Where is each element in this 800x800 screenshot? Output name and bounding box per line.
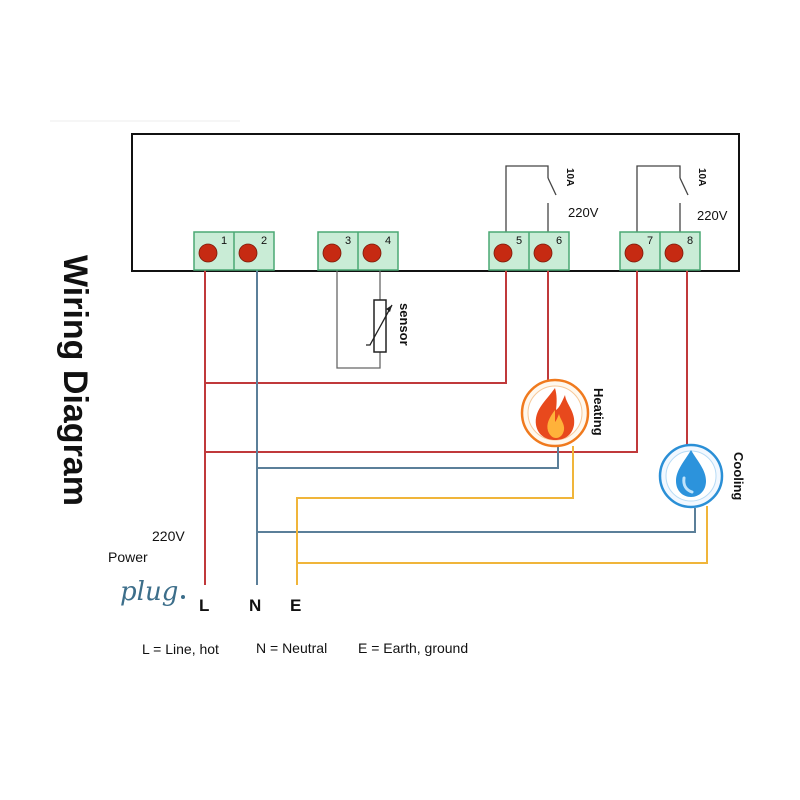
legend-line: L = Line, hot [142, 641, 219, 657]
power-voltage: 220V [152, 528, 185, 544]
cooling-label: Cooling [731, 452, 746, 500]
relay-2-switch [679, 177, 689, 196]
flame-core [547, 410, 565, 438]
neutral-wires [256, 255, 696, 585]
line-wires [204, 255, 688, 585]
earth-to-cooling [297, 506, 708, 564]
plug-logo-dot [181, 595, 185, 599]
neutral-to-heating [257, 446, 559, 469]
terminal-screw-6 [533, 243, 553, 263]
water-drop-highlight [682, 476, 694, 494]
terminal-blocks: 1 2 3 4 5 6 7 8 [193, 231, 701, 271]
flame-icon [535, 388, 575, 440]
earth-to-heating [296, 446, 574, 585]
neutral-to-cooling [257, 508, 696, 533]
relay-2-rating: 10A [696, 168, 707, 186]
relay-1-voltage: 220V [568, 205, 599, 220]
terminal-screw-7 [624, 243, 644, 263]
terminal-number-4: 4 [385, 235, 391, 247]
sensor-thermistor: sensor [366, 299, 412, 353]
terminal-number-2: 2 [261, 235, 267, 247]
terminal-screw-3 [322, 243, 342, 263]
terminal-screw-2 [238, 243, 258, 263]
thermistor-arrowhead [386, 305, 392, 312]
terminal-screw-4 [362, 243, 382, 263]
power-label: Power [108, 549, 148, 565]
terminal-number-5: 5 [516, 235, 522, 247]
relay-1-rating: 10A [564, 168, 575, 186]
sensor-label: sensor [397, 303, 412, 346]
relay-2: 10A 220V [636, 165, 728, 238]
relay-1-switch [547, 177, 557, 196]
terminal-screw-5 [493, 243, 513, 263]
legend-earth: E = Earth, ground [358, 640, 468, 656]
line-to-terminal-5 [205, 255, 507, 384]
relay-1-contact-wire [505, 165, 549, 238]
thermistor-arrow [366, 304, 393, 346]
terminal-number-8: 8 [687, 235, 693, 247]
legend-neutral: N = Neutral [256, 640, 327, 656]
relay-1: 10A 220V [505, 165, 599, 238]
heating-element: Heating [520, 378, 606, 448]
line-to-terminal-7 [205, 255, 638, 453]
heating-label: Heating [591, 388, 606, 436]
relay-2-voltage: 220V [697, 208, 728, 223]
neutral-letter: N [249, 596, 261, 615]
earth-letter: E [290, 596, 301, 615]
terminal-number-6: 6 [556, 235, 562, 247]
plug-logo-text: plug [120, 577, 178, 607]
terminal-number-7: 7 [647, 235, 653, 247]
controller-housing [131, 133, 740, 272]
diagram-title: Wiring Diagram [56, 255, 94, 506]
terminal-screw-1 [198, 243, 218, 263]
terminal-number-1: 1 [221, 235, 227, 247]
cooling-element: Cooling [658, 443, 746, 509]
relay-2-contact-wire [636, 165, 681, 238]
line-letter: L [199, 596, 209, 615]
terminal-screw-8 [664, 243, 684, 263]
terminal-number-3: 3 [345, 235, 351, 247]
sensor-wire-terminal-3 [336, 255, 381, 369]
earth-wires [296, 446, 708, 585]
